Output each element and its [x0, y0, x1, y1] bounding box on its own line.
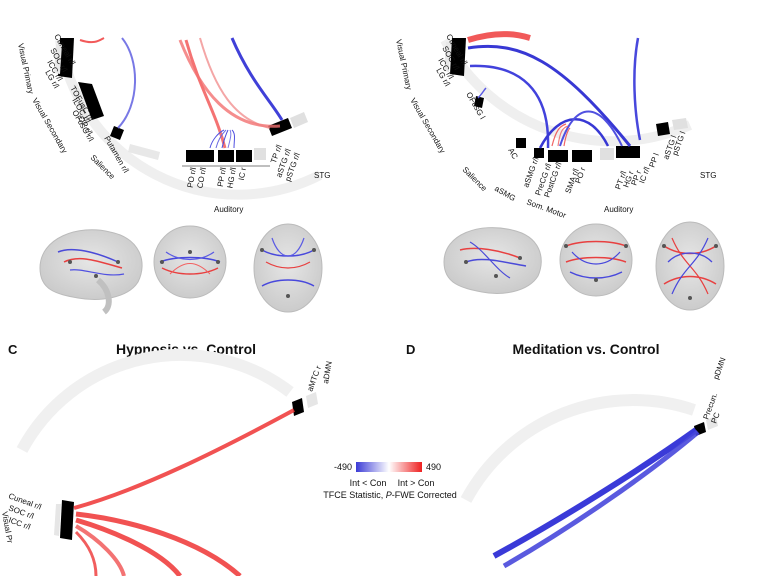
- panel-a-group-stg: STG: [314, 171, 330, 180]
- legend-stat-italic: P: [386, 490, 392, 500]
- panel-a-label-co: CO r/l: [195, 167, 208, 189]
- panel-b-brain-sagittal: [443, 227, 542, 294]
- panel-a-ring: [55, 39, 323, 200]
- panel-c-label-admn: aDMN: [321, 360, 334, 384]
- legend-max: 490: [426, 462, 441, 472]
- panel-c-connections: [73, 408, 295, 578]
- panel-b-brain-coronal: [559, 223, 633, 297]
- panel-b-group-stg: STG: [700, 171, 716, 180]
- panel-a-label-pp: PP r/l: [216, 167, 228, 188]
- panel-b-label-ac: AC: [506, 147, 519, 161]
- panel-a-group-visual-primary: Visual Primary: [16, 43, 35, 95]
- panel-b: Cuneal r/l SOC r/l ICC r/l LG r/l OFusG …: [394, 31, 725, 311]
- panel-b-group-salience: Salience: [461, 165, 489, 193]
- panel-a-brain-sagittal: [39, 229, 143, 315]
- panel-d-label-pdmn: pDMN: [711, 356, 727, 381]
- panel-b-brain-axial: [655, 221, 725, 311]
- legend-min: -490: [334, 462, 352, 472]
- panel-c-blocks: [54, 392, 318, 540]
- panel-c-letter: C: [8, 342, 18, 357]
- panel-b-group-asmg: aSMG: [493, 184, 517, 203]
- panel-b-label-ic: IC r/l: [637, 166, 651, 185]
- panel-a-group-salience: Salience: [89, 153, 117, 181]
- legend-stat-label: TFCE Statistic, P-FWE Corrected: [323, 490, 457, 500]
- legend-left-label: Int < Con: [350, 478, 387, 488]
- panel-b-group-som-motor: Som. Motor: [525, 197, 567, 220]
- panel-d-label-pc: PC: [709, 411, 721, 425]
- legend-colorbar: [356, 462, 422, 472]
- panel-b-group-visual-primary: Visual Primary: [394, 39, 413, 91]
- panel-b-blocks: [444, 38, 688, 162]
- panel-a-brain-coronal: [153, 225, 227, 299]
- panel-a-group-auditory: Auditory: [214, 205, 243, 214]
- panel-a-auditory-blocks: [182, 112, 308, 167]
- panel-c-ring: [16, 349, 294, 453]
- panel-a-visual-primary-blocks: [54, 38, 160, 160]
- panel-a-label-ic: IC r: [237, 166, 248, 181]
- panel-d-labels: pDMN Precun. PC: [701, 356, 727, 425]
- panel-a-group-visual-secondary: Visual Secondary: [30, 97, 69, 155]
- panel-a-brain-axial: [253, 223, 323, 313]
- panel-b-group-auditory: Auditory: [604, 205, 633, 214]
- panel-b-label-pp2: PP l: [647, 152, 661, 169]
- panel-b-group-visual-secondary: Visual Secondary: [408, 97, 447, 155]
- panel-a-label-po: PO r/l: [186, 167, 198, 189]
- panel-a: Cuneal r/l SOC r/l ICC r/l LG r/l TOFusC…: [16, 33, 330, 315]
- panel-b-glass-brains: [443, 221, 725, 311]
- panel-d-title: Meditation vs. Control: [513, 341, 660, 357]
- panel-c-label-amtc: aMTC r: [305, 364, 323, 392]
- panel-d: D Meditation vs. Control pDMN Precun. PC: [406, 341, 728, 569]
- panel-c: C Hypnosis vs. Control aMTC r aDMN Cunea…: [0, 341, 334, 578]
- legend-stat-prefix: TFCE Statistic,: [323, 490, 386, 500]
- panel-a-glass-brains: [39, 223, 323, 315]
- panel-d-ring: [460, 394, 696, 503]
- panel-b-connections: [467, 31, 642, 149]
- legend: -490 490 Int < Con Int > Con TFCE Statis…: [323, 462, 457, 500]
- panel-a-connections: [79, 37, 284, 149]
- legend-right-label: Int > Con: [398, 478, 435, 488]
- panel-a-label-hg: HG r/l: [225, 167, 238, 189]
- panel-d-connections: [492, 427, 700, 569]
- panel-d-letter: D: [406, 342, 415, 357]
- legend-stat-suffix: -FWE Corrected: [392, 490, 457, 500]
